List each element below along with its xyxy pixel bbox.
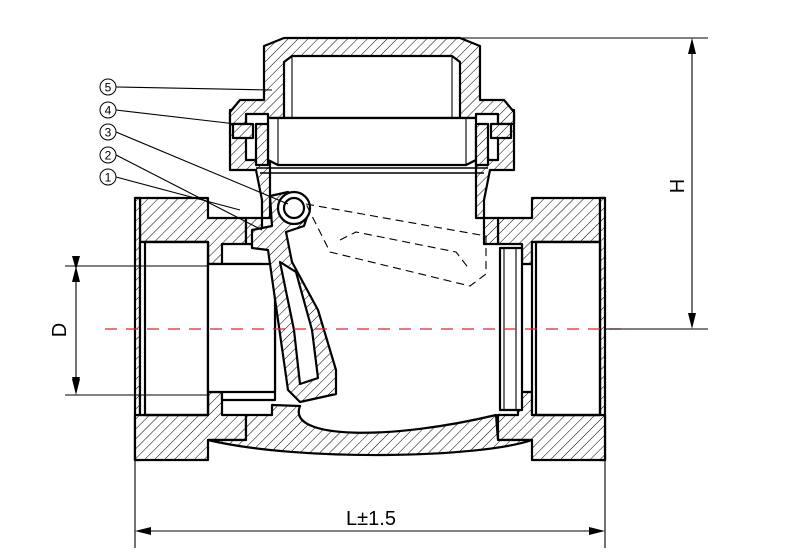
dimension-l: L±1.5 <box>134 460 606 548</box>
callout-number: 2 <box>105 149 112 163</box>
callout-number: 4 <box>105 104 112 118</box>
callout-number: 1 <box>105 171 112 185</box>
disc-open-position <box>305 203 487 287</box>
dimension-h: H <box>460 37 708 330</box>
callouts: 5 4 3 2 1 <box>99 78 289 231</box>
dimension-d: D <box>49 256 208 396</box>
threaded-plug <box>254 116 490 174</box>
disc-arm <box>250 190 338 404</box>
dimension-h-label: H <box>667 179 689 193</box>
callout-number: 3 <box>105 126 112 140</box>
dimension-l-label: L±1.5 <box>346 508 396 530</box>
dimension-d-label: D <box>49 323 71 337</box>
gasket <box>231 122 513 140</box>
callout-number: 5 <box>105 81 112 95</box>
bonnet-cap <box>228 36 516 126</box>
